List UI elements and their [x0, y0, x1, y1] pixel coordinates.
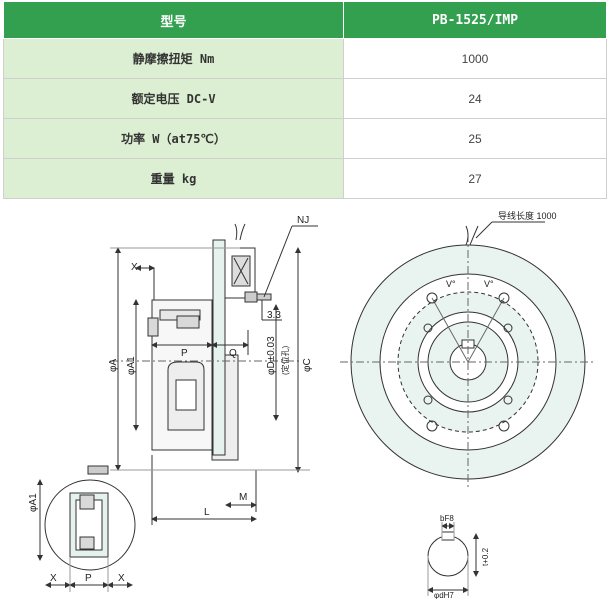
label-3-3: 3.3 [267, 310, 281, 321]
label-phi-a1: φA1 [126, 356, 137, 375]
header-model-value: PB-1525/IMP [343, 1, 607, 39]
spec-row-torque: 静摩擦扭矩 Nm 1000 [3, 38, 607, 79]
label-m: M [239, 492, 247, 503]
spec-row-weight: 重量 kg 27 [3, 158, 607, 199]
label-nj: NJ [297, 215, 309, 226]
spec-label: 静摩擦扭矩 Nm [3, 38, 344, 79]
label-x: X [131, 262, 138, 273]
label-detail-phi-a1: φA1 [28, 493, 39, 512]
label-phi-c: φC [302, 358, 313, 372]
label-v-right: V° [484, 279, 494, 289]
detail-view-labels: φA1 X P X [28, 493, 125, 584]
keyway-detail [427, 522, 479, 596]
spec-table: 型号 PB-1525/IMP 静摩擦扭矩 Nm 1000 额定电压 DC-V 2… [3, 1, 607, 199]
front-view [340, 221, 596, 490]
detail-view [37, 465, 136, 592]
label-detail-p: P [85, 573, 92, 584]
spec-row-power: 功率 W（at75℃） 25 [3, 118, 607, 159]
bolt-holes [423, 292, 513, 432]
header-model-label: 型号 [3, 1, 344, 39]
label-detail-x-left: X [50, 573, 57, 584]
side-view-labels: NJ X 3.3 P Q φA φA1 φD±0.03 (定位孔) φC M L [108, 215, 313, 518]
spec-value: 24 [343, 78, 607, 119]
front-view-labels: 导线长度 1000 V° V° [446, 210, 557, 289]
side-view [110, 223, 318, 525]
label-q: Q [229, 348, 237, 359]
label-p: P [181, 348, 188, 359]
spec-label: 额定电压 DC-V [3, 78, 344, 119]
spec-row-voltage: 额定电压 DC-V 24 [3, 78, 607, 119]
label-keyway-d: φdH7 [434, 591, 454, 599]
spec-value: 1000 [343, 38, 607, 79]
spec-label: 重量 kg [3, 158, 344, 199]
label-keyway-b: bF8 [440, 514, 454, 523]
keyway-labels: bF8 t+0.2 φdH7 [434, 514, 490, 599]
label-detail-x-right: X [118, 573, 125, 584]
label-wire-length: 导线长度 1000 [498, 210, 557, 221]
brake-technical-drawing: NJ X 3.3 P Q φA φA1 φD±0.03 (定位孔) φC M L… [28, 210, 596, 599]
label-phi-d-note: (定位孔) [280, 345, 290, 375]
label-v-left: V° [446, 279, 456, 289]
spec-value: 25 [343, 118, 607, 159]
spec-value: 27 [343, 158, 607, 199]
spec-label: 功率 W（at75℃） [3, 118, 344, 159]
label-phi-d: φD±0.03 [266, 336, 277, 375]
label-phi-a: φA [108, 359, 119, 372]
label-keyway-t: t+0.2 [481, 547, 490, 566]
label-l: L [204, 507, 210, 518]
spec-header-row: 型号 PB-1525/IMP [3, 1, 607, 39]
